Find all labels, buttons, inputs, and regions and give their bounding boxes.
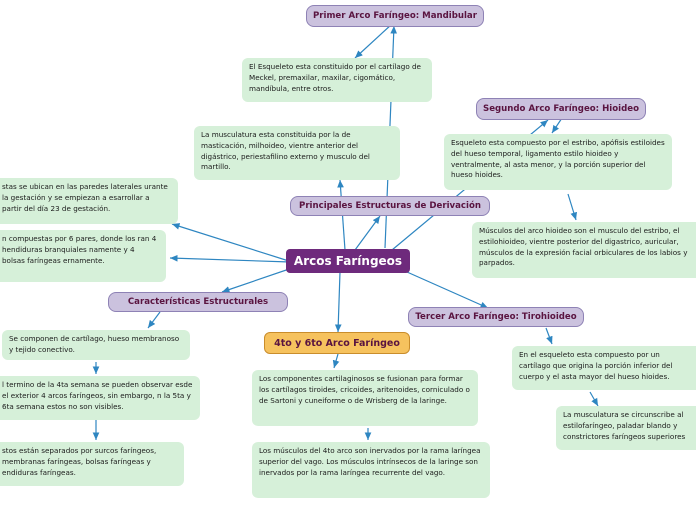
link-esqueleto-musculatura	[589, 391, 599, 407]
leaf-cartilago: Se componen de cartílago, hueso membrano…	[2, 330, 190, 360]
link-central-pares	[169, 254, 291, 263]
leaf-musculatura-primer: La musculatura esta constituida por la d…	[194, 126, 400, 180]
topic-principales[interactable]: Principales Estructuras de Derivación	[290, 196, 490, 216]
link-tercer-esqueleto	[545, 327, 553, 345]
leaf-componentes-cuarto: Los componentes cartilaginosos se fusion…	[252, 370, 478, 426]
topic-primer-arco[interactable]: Primer Arco Faríngeo: Mandibular	[306, 5, 484, 27]
link-segundo-esqueleto	[551, 117, 563, 134]
leaf-surcos: stos están separados por surcos faríngeo…	[0, 442, 184, 486]
link-central-caracteristicas	[221, 265, 299, 293]
leaf-cuarta-semana: l termino de la 4ta semana se pueden obs…	[0, 376, 200, 420]
leaf-pares: n compuestas por 6 pares, donde los ran …	[0, 230, 166, 282]
leaf-musculatura-tercer: La musculatura se circunscribe al estilo…	[556, 406, 696, 450]
link-central-tercer	[397, 267, 489, 309]
leaf-ubicacion: stas se ubican en las paredes laterales …	[0, 178, 178, 224]
link-segundo-musculos	[567, 193, 577, 221]
leaf-musculos-segundo: Músculos del arco hioideo son el musculo…	[472, 222, 696, 278]
link-central-principales	[354, 215, 381, 251]
topic-caracteristicas[interactable]: Características Estructurales	[108, 292, 288, 312]
leaf-esqueleto-primer: El Esqueleto esta constituido por el car…	[242, 58, 432, 102]
leaf-musculos-cuarto: Los músculos del 4to arco son inervados …	[252, 442, 490, 498]
central-topic[interactable]: Arcos Faríngeos	[286, 249, 410, 273]
link-cuarto-componentes	[332, 353, 340, 369]
link-central-cuarto	[334, 271, 342, 333]
link-primer-esqueleto	[354, 23, 393, 59]
topic-cuarto-sexto[interactable]: 4to y 6to Arco Faríngeo	[264, 332, 410, 354]
link-caracteristicas-cartilago	[147, 311, 161, 329]
leaf-esqueleto-segundo: Esqueleto esta compuesto por el estribo,…	[444, 134, 672, 190]
topic-segundo-arco[interactable]: Segundo Arco Faríngeo: Hioideo	[476, 98, 646, 120]
leaf-esqueleto-tercer: En el esqueleto esta compuesto por un ca…	[512, 346, 696, 390]
topic-tercer-arco[interactable]: Tercer Arco Faríngeo: Tirohioideo	[408, 307, 584, 327]
link-central-ubicacion	[171, 223, 293, 263]
